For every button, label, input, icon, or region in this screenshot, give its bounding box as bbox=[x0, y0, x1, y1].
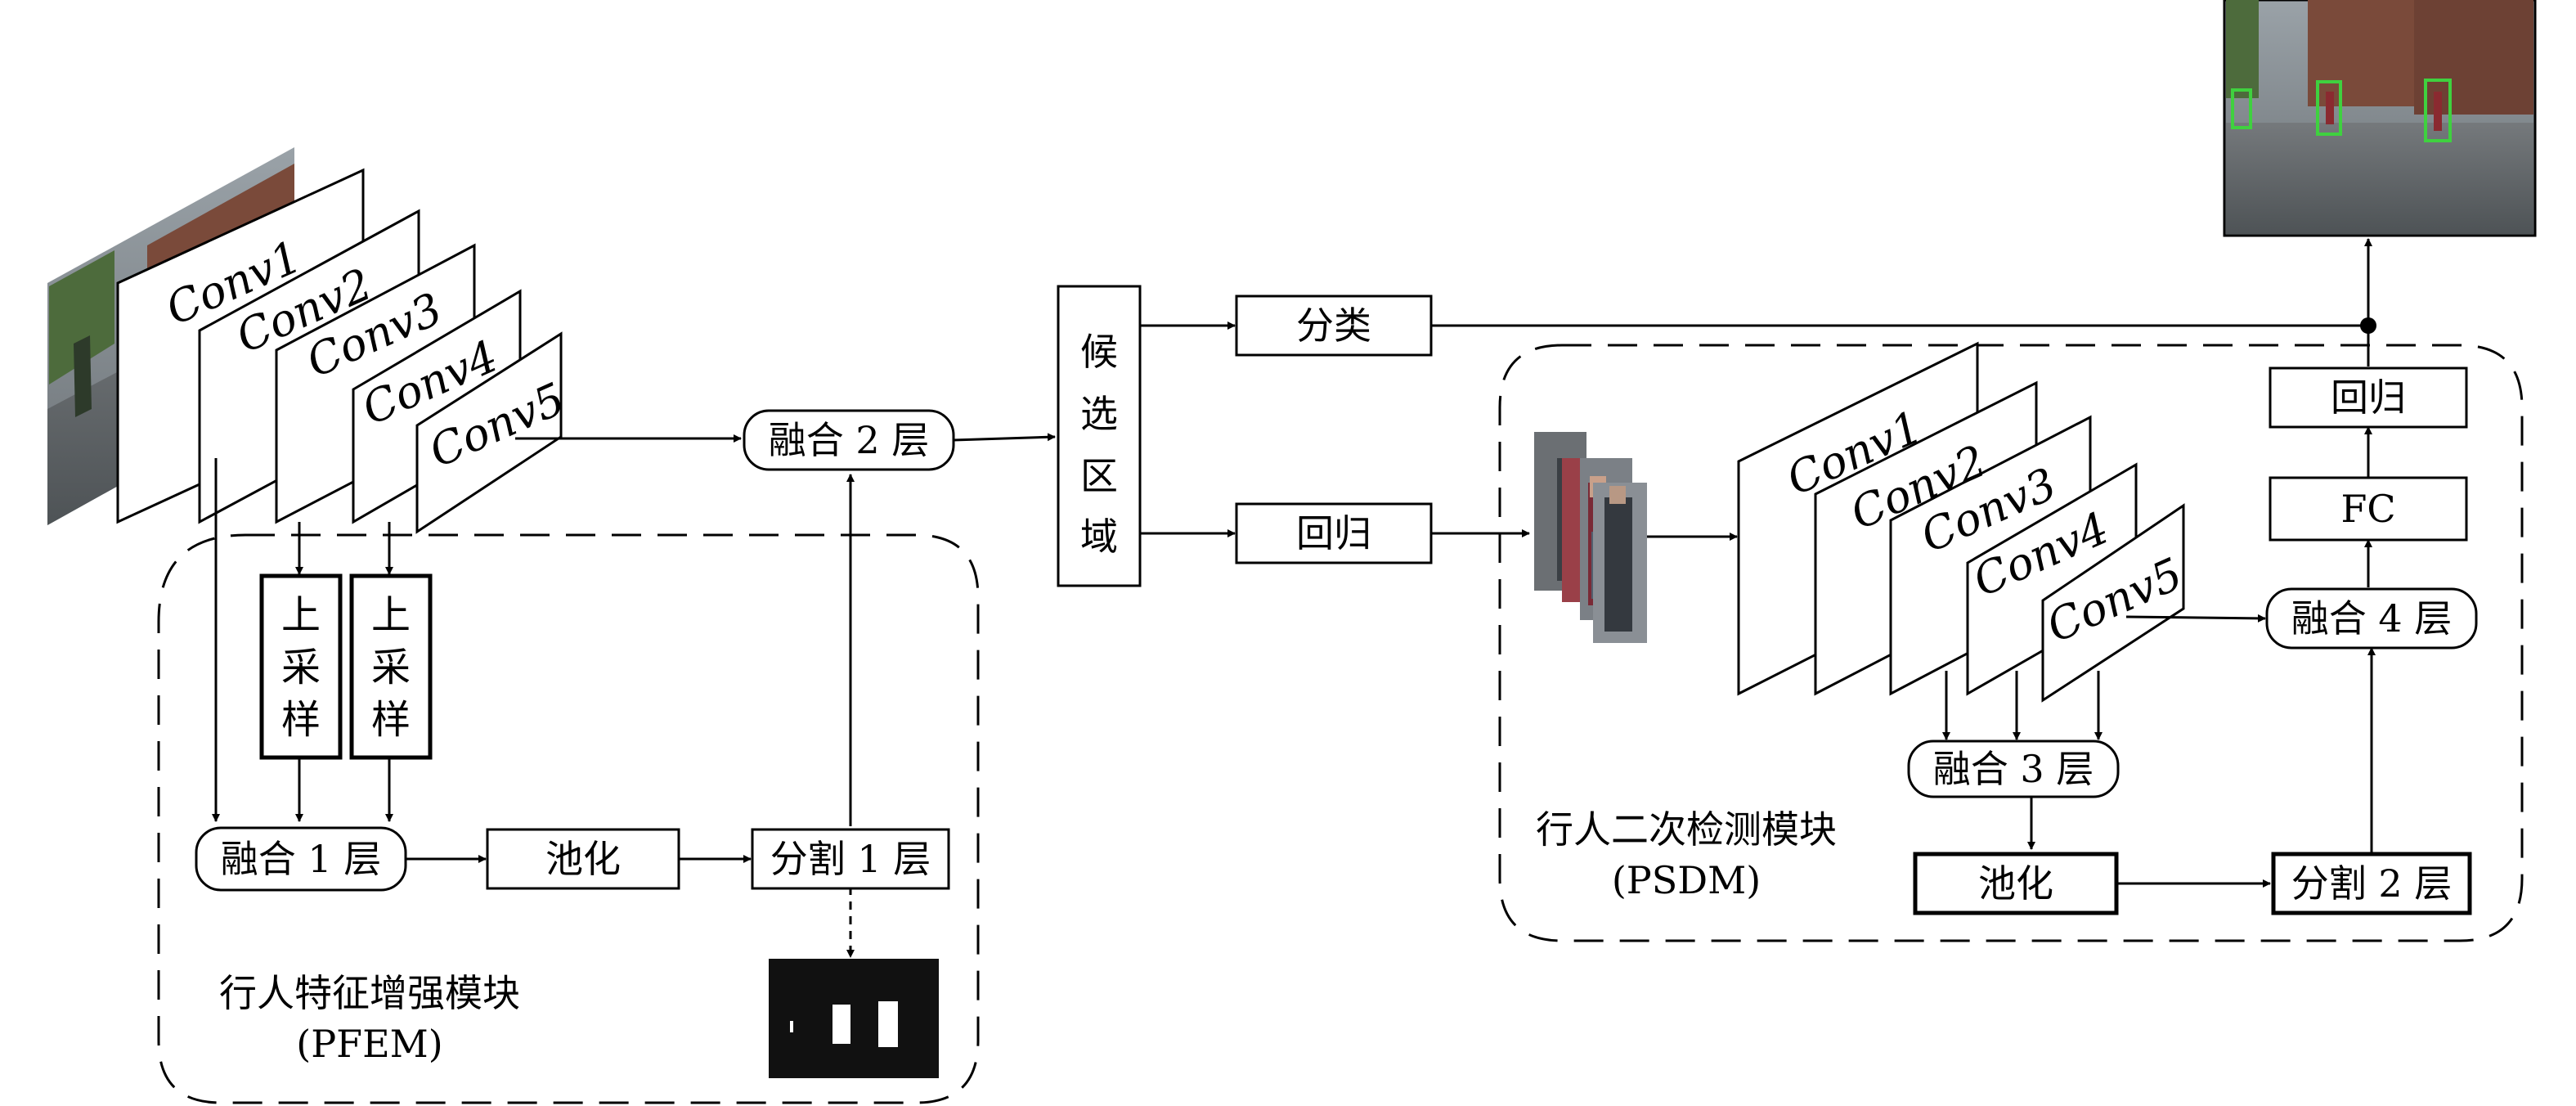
fc-box bbox=[2269, 476, 2468, 542]
psdm-conv-stack: Conv1 Conv2 Conv3 Conv4 Conv5 bbox=[1737, 341, 2190, 703]
upsample-1-char-2: 采 bbox=[281, 645, 321, 690]
psdm-pool-label: 池化 bbox=[1978, 861, 2053, 906]
merge-dot bbox=[2360, 317, 2376, 334]
candidate-char-4: 域 bbox=[1080, 515, 1118, 559]
fusion3-box bbox=[1907, 740, 2120, 798]
fusion1-box bbox=[195, 826, 407, 892]
pedestrian-crops-icon bbox=[1534, 432, 1647, 643]
pfem-conv-stack: Conv1 Conv2 Conv3 Conv4 Conv5 bbox=[116, 168, 572, 534]
classify-box bbox=[1235, 294, 1433, 357]
fusion4-box bbox=[2265, 587, 2478, 650]
pfem-module-name: 行人特征增强模块 bbox=[219, 971, 520, 1015]
split2-box bbox=[2271, 852, 2472, 915]
pfem-pool-box bbox=[486, 828, 680, 890]
candidate-char-2: 选 bbox=[1080, 392, 1118, 436]
upsample-box-1 bbox=[259, 573, 343, 760]
upsample-1-char-3: 样 bbox=[281, 697, 321, 743]
pfem-pool-label: 池化 bbox=[545, 837, 621, 881]
psdm-module-border bbox=[1498, 344, 2524, 942]
split1-label: 分割 1 层 bbox=[770, 837, 931, 881]
upsample-2-char-1: 上 bbox=[371, 592, 411, 638]
upsample-1-char-1: 上 bbox=[281, 592, 321, 638]
fc-label: FC bbox=[2340, 487, 2395, 531]
psdm-conv5-layer bbox=[2041, 503, 2185, 703]
candidate-char-3: 区 bbox=[1080, 454, 1118, 498]
upsample-2-char-3: 样 bbox=[371, 697, 411, 743]
psdm-arrows bbox=[1942, 238, 2376, 888]
fusion2-label: 融合 2 层 bbox=[769, 418, 930, 462]
psdm-regress-box bbox=[2269, 366, 2468, 429]
split2-label: 分割 2 层 bbox=[2291, 861, 2453, 906]
upsample-2-char-2: 采 bbox=[371, 645, 411, 690]
fusion4-label: 融合 4 层 bbox=[2291, 596, 2453, 641]
psdm-pool-box bbox=[1913, 852, 2119, 915]
classify-label: 分类 bbox=[1296, 303, 1371, 348]
psdm-module-name: 行人二次检测模块 bbox=[1536, 807, 1837, 852]
pfem-module-abbr: (PFEM) bbox=[296, 1022, 442, 1066]
regress-box bbox=[1235, 502, 1433, 564]
pfem-conv5-layer bbox=[415, 331, 563, 534]
psdm-module-abbr: (PSDM) bbox=[1612, 858, 1761, 902]
fusion3-label: 融合 3 层 bbox=[1933, 747, 2094, 791]
candidate-region-box bbox=[1057, 285, 1142, 587]
upsample-box-2 bbox=[349, 573, 433, 760]
segmentation-mask-icon bbox=[769, 959, 939, 1078]
pfem-arrows bbox=[212, 434, 855, 958]
fusion1-label: 融合 1 层 bbox=[221, 837, 382, 881]
detection-result-photo-icon bbox=[2223, 0, 2537, 237]
split1-box bbox=[751, 828, 950, 890]
center-arrows bbox=[953, 321, 2368, 541]
pfem-module-border bbox=[157, 533, 980, 1104]
psdm-regress-label: 回归 bbox=[2331, 375, 2406, 420]
candidate-char-1: 候 bbox=[1080, 330, 1118, 374]
regress-label: 回归 bbox=[1296, 511, 1371, 555]
